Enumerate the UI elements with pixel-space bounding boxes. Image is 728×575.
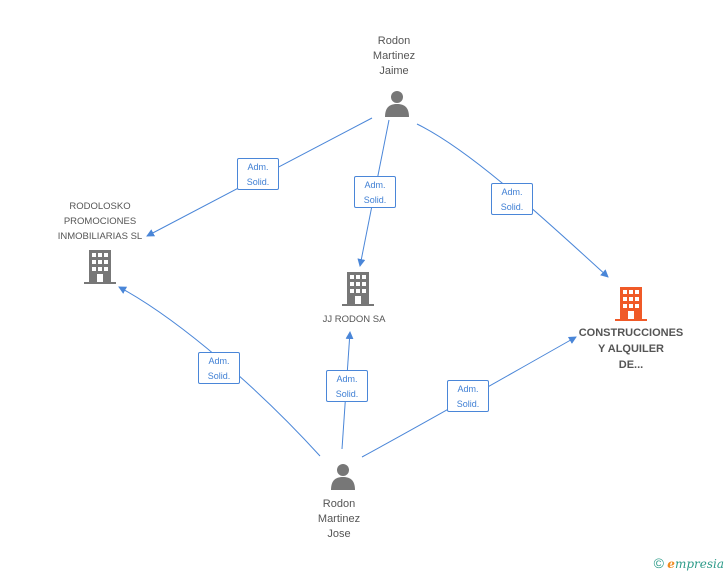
edge-label-line1: Adm. — [247, 162, 269, 172]
edge-label-line2: Solid. — [207, 371, 231, 381]
brand-logo-e: e — [667, 557, 675, 571]
edge-label-jaime-rodolosko[interactable]: Adm. Solid. — [237, 158, 279, 190]
edge-label-line2: Solid. — [335, 389, 359, 399]
edge-label-jose-jjrodon[interactable]: Adm. Solid. — [326, 370, 368, 402]
copyright-icon: © — [653, 555, 664, 571]
edge-label-jose-construcciones[interactable]: Adm. Solid. — [447, 380, 489, 412]
building-icon[interactable] — [342, 272, 374, 306]
building-icon[interactable] — [615, 287, 647, 321]
person-icon[interactable] — [383, 89, 411, 117]
building-icon[interactable] — [84, 250, 116, 284]
node-label-line: CONSTRUCCIONES Y ALQUILER DE... — [578, 327, 684, 371]
brand-logo-text: mpresia — [674, 557, 724, 571]
edge-label-line1: Adm. — [364, 180, 386, 190]
edge-label-jose-rodolosko[interactable]: Adm. Solid. — [198, 352, 240, 384]
node-label-line: JJ RODON SA — [322, 314, 386, 325]
person-icon[interactable] — [329, 462, 357, 490]
node-label-line: Rodon Martinez Jose — [317, 498, 361, 540]
node-label-construcciones[interactable]: CONSTRUCCIONES Y ALQUILER DE... — [572, 325, 690, 373]
edge-label-jaime-construcciones[interactable]: Adm. Solid. — [491, 183, 533, 215]
node-label-rodolosko[interactable]: RODOLOSKO PROMOCIONES INMOBILIARIAS SL — [40, 199, 160, 244]
edge-label-line1: Adm. — [336, 374, 358, 384]
brand-footer: © empresia — [654, 555, 724, 571]
node-label-jose[interactable]: Rodon Martinez Jose — [289, 497, 389, 542]
edge-label-line1: Adm. — [208, 356, 230, 366]
edge-label-line2: Solid. — [363, 195, 387, 205]
brand-logo: empresia — [667, 557, 724, 571]
edge-label-jaime-jjrodon[interactable]: Adm. Solid. — [354, 176, 396, 208]
edge-label-line1: Adm. — [457, 384, 479, 394]
edge-label-line1: Adm. — [501, 187, 523, 197]
edge-label-line2: Solid. — [456, 399, 480, 409]
edge-label-line2: Solid. — [246, 177, 270, 187]
node-label-jjrodon[interactable]: JJ RODON SA — [304, 312, 404, 327]
edge-label-line2: Solid. — [500, 202, 524, 212]
node-label-jaime[interactable]: Rodon Martinez Jaime — [344, 34, 444, 79]
node-label-line: Rodon Martinez Jaime — [372, 35, 416, 77]
node-label-line: RODOLOSKO PROMOCIONES INMOBILIARIAS SL — [57, 201, 143, 242]
